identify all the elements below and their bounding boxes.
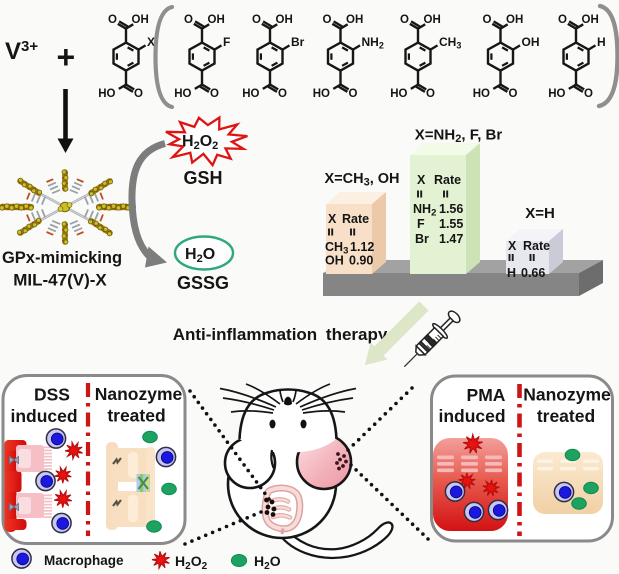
svg-text:O: O <box>426 88 435 100</box>
svg-text:HO: HO <box>98 88 115 100</box>
svg-text:O: O <box>349 88 358 100</box>
svg-text:O: O <box>584 88 593 100</box>
svg-text:F: F <box>417 217 425 231</box>
svg-text:F: F <box>223 35 230 49</box>
svg-text:O: O <box>210 88 219 100</box>
svg-text:X=CH3, OH: X=CH3, OH <box>324 171 399 189</box>
svg-text:O: O <box>108 14 117 26</box>
svg-text:Br: Br <box>415 232 429 246</box>
svg-text:NH2: NH2 <box>413 202 436 219</box>
svg-text:O: O <box>483 14 492 26</box>
svg-text:H2O2: H2O2 <box>182 133 218 152</box>
svg-text:OH: OH <box>132 14 149 26</box>
svg-text:OH: OH <box>276 14 293 26</box>
svg-text:induced: induced <box>10 406 77 426</box>
svg-text:O: O <box>278 88 287 100</box>
svg-text:HO: HO <box>548 88 565 100</box>
svg-text:Nanozyme: Nanozyme <box>523 385 611 405</box>
svg-text:DSS: DSS <box>34 385 70 405</box>
svg-text:treated: treated <box>107 406 165 426</box>
svg-text:X: X <box>508 239 517 253</box>
svg-text:X=NH2, F, Br: X=NH2, F, Br <box>415 127 503 146</box>
svg-text:1.12: 1.12 <box>350 240 374 254</box>
svg-text:X=H: X=H <box>525 205 555 222</box>
svg-text:MIL-47(V)-X: MIL-47(V)-X <box>13 271 107 290</box>
svg-text:GSSG: GSSG <box>177 273 229 293</box>
svg-text:Rate: Rate <box>342 212 369 226</box>
svg-text:O: O <box>323 14 332 26</box>
svg-text:CH3: CH3 <box>439 35 461 51</box>
svg-text:HO: HO <box>242 88 259 100</box>
svg-text:Br: Br <box>291 35 305 49</box>
svg-text:CH3: CH3 <box>325 240 348 257</box>
svg-text:O: O <box>252 14 261 26</box>
svg-text:Macrophage: Macrophage <box>44 553 124 568</box>
svg-text:OH: OH <box>208 14 225 26</box>
svg-text:HO: HO <box>473 88 490 100</box>
svg-text:OH: OH <box>582 14 599 26</box>
svg-text:1.56: 1.56 <box>439 202 463 216</box>
svg-text:H: H <box>597 35 606 49</box>
svg-text:Rate: Rate <box>523 239 550 253</box>
svg-text:OH: OH <box>424 14 441 26</box>
svg-text:OH: OH <box>522 35 540 49</box>
svg-text:O: O <box>400 14 409 26</box>
svg-text:HO: HO <box>174 88 191 100</box>
svg-text:+: + <box>57 39 76 75</box>
svg-text:1.47: 1.47 <box>439 232 463 246</box>
svg-text:X: X <box>328 212 337 226</box>
svg-text:GPx-mimicking: GPx-mimicking <box>2 249 122 267</box>
svg-text:0.90: 0.90 <box>349 254 373 268</box>
svg-text:Nanozyme: Nanozyme <box>95 384 183 404</box>
svg-text:induced: induced <box>438 406 505 426</box>
svg-text:NH2: NH2 <box>362 35 384 51</box>
svg-text:PMA: PMA <box>467 385 506 405</box>
svg-text:OH: OH <box>346 14 363 26</box>
svg-text:O: O <box>558 14 567 26</box>
svg-text:Anti-inflammation therapy: Anti-inflammation therapy <box>173 325 388 344</box>
svg-text:HO: HO <box>390 88 407 100</box>
svg-text:H2O: H2O <box>254 553 281 572</box>
svg-text:0.66: 0.66 <box>521 266 545 280</box>
svg-text:GSH: GSH <box>183 168 222 188</box>
svg-text:O: O <box>184 14 193 26</box>
svg-text:OH: OH <box>506 14 523 26</box>
svg-text:1.55: 1.55 <box>439 217 463 231</box>
svg-text:OH: OH <box>325 254 344 268</box>
svg-text:Rate: Rate <box>434 173 461 187</box>
svg-text:H: H <box>507 266 516 280</box>
svg-text:H2O: H2O <box>185 246 215 265</box>
svg-text:O: O <box>509 88 518 100</box>
svg-text:X: X <box>417 173 426 187</box>
svg-text:O: O <box>134 88 143 100</box>
svg-text:HO: HO <box>313 88 330 100</box>
svg-text:H2O2: H2O2 <box>175 553 208 572</box>
svg-text:X: X <box>147 35 155 49</box>
svg-text:treated: treated <box>537 406 595 426</box>
